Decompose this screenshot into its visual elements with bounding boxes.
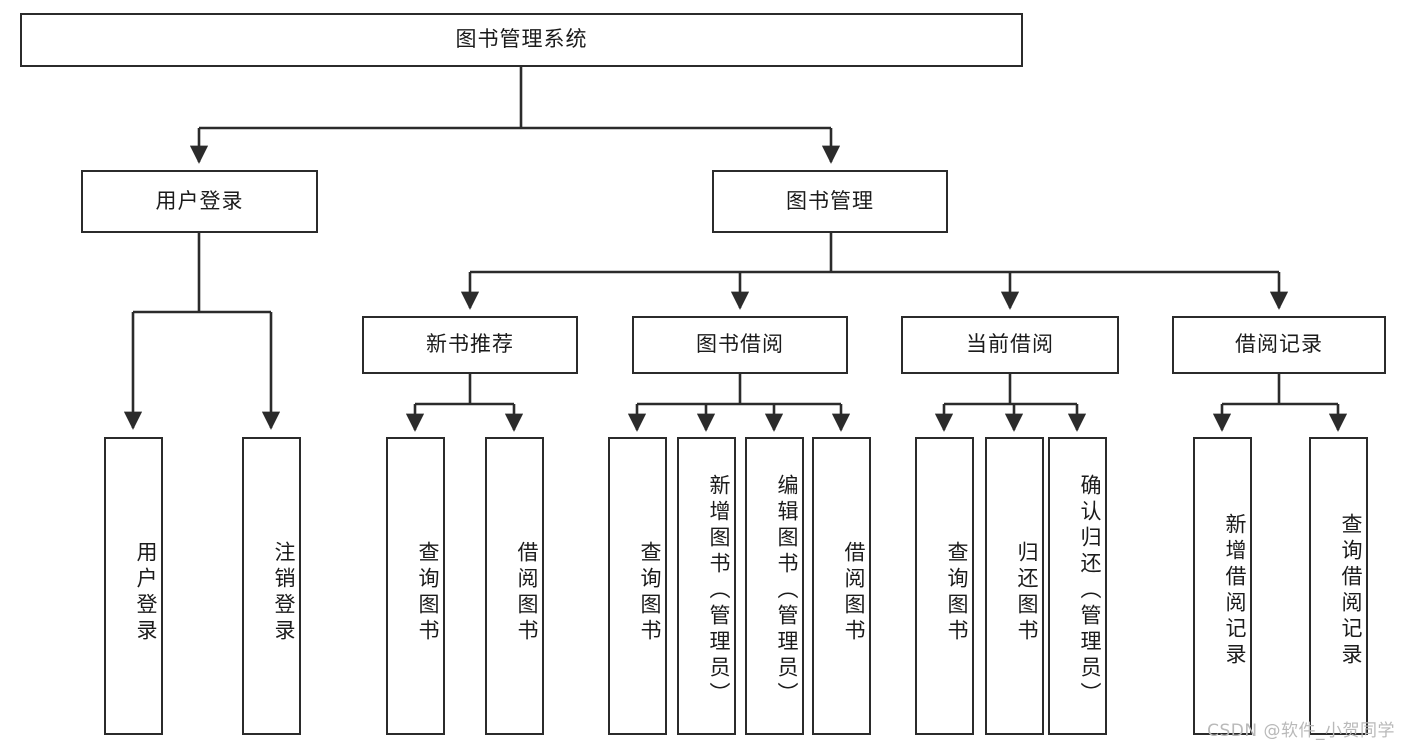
leaf-user-login[interactable]: 用户登录 (104, 437, 163, 735)
leaf-query-record[interactable]: 查询借阅记录 (1309, 437, 1368, 735)
node-new-book-recommend-label: 新书推荐 (426, 332, 514, 357)
leaf-logout-login-label: 注销登录 (272, 541, 296, 645)
leaf-query-book-2-label: 查询图书 (638, 541, 662, 645)
leaf-return-book[interactable]: 归还图书 (985, 437, 1044, 735)
node-current-borrow-label: 当前借阅 (966, 332, 1054, 357)
leaf-return-book-label: 归还图书 (1015, 541, 1039, 645)
leaf-borrow-book-2-label: 借阅图书 (842, 541, 866, 645)
leaf-query-book-3-label: 查询图书 (945, 541, 969, 645)
watermark: CSDN @软件_小贺同学 (1207, 721, 1395, 741)
leaf-add-book[interactable]: 新增图书（管理员） (677, 437, 736, 735)
leaf-confirm-return[interactable]: 确认归还（管理员） (1048, 437, 1107, 735)
leaf-borrow-book-2[interactable]: 借阅图书 (812, 437, 871, 735)
leaf-borrow-book-1[interactable]: 借阅图书 (485, 437, 544, 735)
leaf-borrow-book-1-label: 借阅图书 (515, 541, 539, 645)
node-new-book-recommend[interactable]: 新书推荐 (362, 316, 578, 374)
leaf-add-record[interactable]: 新增借阅记录 (1193, 437, 1252, 735)
leaf-confirm-return-label: 确认归还（管理员） (1078, 474, 1102, 708)
node-root-label: 图书管理系统 (455, 27, 588, 52)
node-book-borrow-label: 图书借阅 (696, 332, 784, 357)
node-root[interactable]: 图书管理系统 (20, 13, 1023, 67)
leaf-add-book-label: 新增图书（管理员） (707, 474, 731, 708)
node-user-login-label: 用户登录 (155, 188, 244, 213)
leaf-add-record-label: 新增借阅记录 (1223, 513, 1247, 669)
leaf-edit-book[interactable]: 编辑图书（管理员） (745, 437, 804, 735)
leaf-query-book-3[interactable]: 查询图书 (915, 437, 974, 735)
leaf-query-book-1-label: 查询图书 (416, 541, 440, 645)
leaf-query-record-label: 查询借阅记录 (1339, 513, 1363, 669)
leaf-query-book-2[interactable]: 查询图书 (608, 437, 667, 735)
leaf-edit-book-label: 编辑图书（管理员） (775, 474, 799, 708)
node-book-management[interactable]: 图书管理 (712, 170, 948, 233)
node-book-management-label: 图书管理 (786, 188, 874, 213)
leaf-user-login-label: 用户登录 (134, 541, 158, 645)
node-current-borrow[interactable]: 当前借阅 (901, 316, 1119, 374)
node-user-login[interactable]: 用户登录 (81, 170, 318, 233)
node-borrow-record[interactable]: 借阅记录 (1172, 316, 1386, 374)
leaf-query-book-1[interactable]: 查询图书 (386, 437, 445, 735)
node-book-borrow[interactable]: 图书借阅 (632, 316, 848, 374)
node-borrow-record-label: 借阅记录 (1235, 332, 1323, 357)
leaf-logout-login[interactable]: 注销登录 (242, 437, 301, 735)
